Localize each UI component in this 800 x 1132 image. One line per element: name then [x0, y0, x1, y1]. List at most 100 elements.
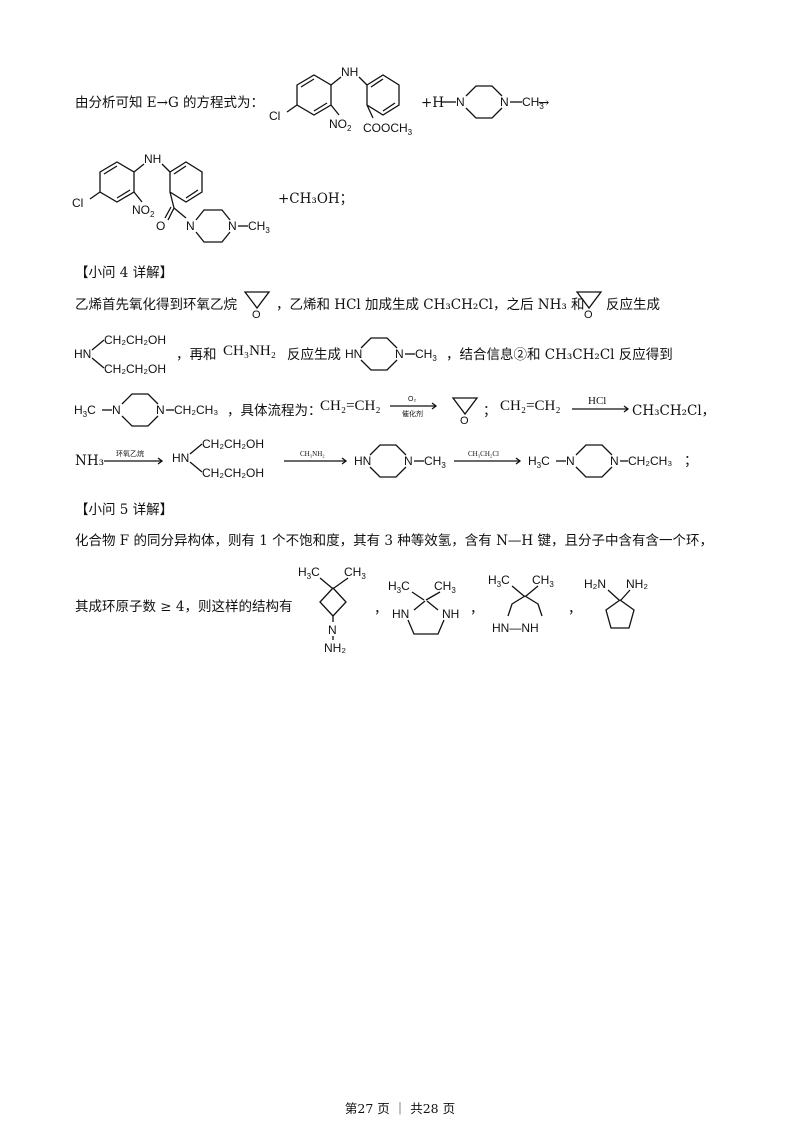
- q4-line3-a: ，具体流程为：: [227, 403, 322, 419]
- svg-text:N: N: [228, 219, 237, 233]
- ch3nh2-arrow: CH₃NH₂: [284, 450, 348, 465]
- svg-text:HN: HN: [354, 454, 371, 468]
- epoxide-icon-2: O: [575, 291, 603, 318]
- isomer-imidazolidine-structure: H3C CH3 HN NH: [388, 579, 459, 635]
- svg-text:环氧乙烷: 环氧乙烷: [116, 449, 144, 458]
- svg-text:CH₃CH₂Cl: CH₃CH₂Cl: [468, 450, 499, 458]
- ethene-2: CH₂=CH₂: [500, 398, 561, 414]
- product-tail: +CH₃OH；: [278, 191, 354, 207]
- svg-text:CH3: CH3: [424, 454, 446, 470]
- reactant-e-structure: Cl NH NO2 COOCH3: [269, 65, 413, 137]
- svg-text:Cl: Cl: [72, 196, 83, 210]
- svg-text:H3C: H3C: [488, 573, 510, 589]
- svg-text:NH₂: NH₂: [324, 641, 346, 655]
- svg-text:HN: HN: [74, 347, 91, 361]
- q4-line2-b: 反应生成: [287, 347, 341, 363]
- svg-text:N: N: [500, 95, 509, 109]
- svg-text:O₂: O₂: [408, 396, 416, 403]
- svg-text:NH: NH: [442, 607, 459, 621]
- svg-text:CH₃NH₂: CH₃NH₂: [300, 450, 325, 458]
- methylpiperazine-nh-structure-2: HN N CH3: [354, 444, 446, 478]
- svg-text:H3C: H3C: [528, 454, 550, 470]
- no2-label: NO2: [329, 117, 352, 133]
- svg-text:O: O: [156, 219, 165, 233]
- svg-text:HN: HN: [172, 451, 189, 465]
- svg-text:N: N: [328, 623, 337, 637]
- diethanolamine-structure-2: HN CH₂CH₂OH CH₂CH₂OH: [172, 437, 264, 480]
- svg-text:NH: NH: [144, 152, 161, 166]
- svg-text:O: O: [460, 415, 469, 424]
- svg-text:H3C: H3C: [74, 403, 96, 419]
- svg-text:H3C: H3C: [298, 565, 320, 581]
- hcl-arrow: HCl: [572, 395, 630, 413]
- epoxide-icon-3: O: [451, 397, 479, 424]
- q5-header: 【小问 5 详解】: [75, 502, 174, 518]
- svg-text:HN: HN: [392, 607, 409, 621]
- cl-label: Cl: [269, 109, 280, 123]
- svg-text:N: N: [186, 219, 195, 233]
- svg-text:CH3: CH3: [522, 95, 544, 111]
- svg-text:CH3: CH3: [434, 579, 456, 595]
- svg-text:CH₂CH₃: CH₂CH₃: [628, 454, 672, 468]
- plus-h: +H: [421, 95, 445, 111]
- svg-text:CH3: CH3: [344, 565, 366, 581]
- ethylmethylpiperazine-structure-2: H3C N N CH₂CH₃: [528, 444, 672, 478]
- svg-text:NO2: NO2: [132, 203, 155, 219]
- q4-line1-b: ，乙烯和 HCl 加成生成 CH₃CH₂Cl，之后 NH₃ 和: [276, 297, 585, 313]
- reaction-arrow: →: [538, 95, 550, 111]
- isomer-cyclopentanediamine-structure: H₂N NH₂: [584, 577, 648, 629]
- flow-end: ；: [684, 453, 698, 469]
- svg-text:N: N: [456, 95, 465, 109]
- svg-text:NH₂: NH₂: [626, 577, 648, 591]
- svg-text:N: N: [610, 454, 619, 468]
- svg-text:HCl: HCl: [588, 395, 606, 407]
- svg-text:CH₂CH₂OH: CH₂CH₂OH: [104, 362, 166, 376]
- page-footer: 第27 页 ｜ 共28 页: [344, 1101, 456, 1116]
- comma-1: ，: [374, 601, 388, 617]
- equation-intro: 由分析可知 E→G 的方程式为：: [75, 95, 265, 111]
- nh-label: NH: [341, 65, 358, 79]
- q4-line2-c: ，结合信息②和 CH₃CH₂Cl 反应得到: [446, 347, 673, 363]
- svg-text:CH3: CH3: [415, 347, 437, 363]
- svg-text:N: N: [156, 403, 165, 417]
- product-g-structure: Cl NH NO2 O N N CH3: [72, 152, 270, 243]
- epoxide-icon: O: [243, 291, 271, 318]
- q4-line1-c: 反应生成: [606, 297, 660, 313]
- ethylmethylpiperazine-structure: H3C N N CH₂CH₃: [74, 393, 218, 427]
- svg-text:HN: HN: [345, 347, 362, 361]
- svg-text:CH₂CH₂OH: CH₂CH₂OH: [104, 333, 166, 347]
- svg-text:N: N: [395, 347, 404, 361]
- isomer-pyrazolidine-structure: H3C CH3 HN—NH: [488, 573, 554, 635]
- ch3ch2cl-arrow: CH₃CH₂Cl: [454, 450, 522, 465]
- svg-text:CH3: CH3: [532, 573, 554, 589]
- epoxide-arrow: 环氧乙烷: [104, 449, 164, 465]
- svg-text:HN—NH: HN—NH: [492, 621, 539, 635]
- semicolon: ；: [483, 403, 497, 419]
- comma-3: ，: [568, 601, 582, 617]
- q4-header: 【小问 4 详解】: [75, 265, 174, 281]
- svg-text:H3C: H3C: [388, 579, 410, 595]
- comma-2: ，: [470, 601, 484, 617]
- svg-text:O: O: [252, 309, 261, 318]
- diethanolamine-structure: HN CH₂CH₂OH CH₂CH₂OH: [74, 333, 166, 376]
- nh3-start: NH₃: [75, 453, 104, 469]
- svg-text:CH₂CH₂OH: CH₂CH₂OH: [202, 466, 264, 480]
- o2-arrow: O₂ 催化剂: [390, 396, 438, 418]
- svg-text:H₂N: H₂N: [584, 577, 606, 591]
- svg-text:N: N: [566, 454, 575, 468]
- cooch3-label: COOCH3: [363, 121, 413, 137]
- methylpiperazine-nh-structure: HN N CH3: [345, 337, 437, 371]
- svg-text:N: N: [112, 403, 121, 417]
- q5-line2: 其成环原子数 ≥ 4，则这样的结构有: [75, 599, 293, 615]
- svg-text:O: O: [584, 309, 593, 318]
- q4-line1-a: 乙烯首先氧化得到环氧乙烷: [75, 297, 237, 313]
- svg-text:CH₂CH₂OH: CH₂CH₂OH: [202, 437, 264, 451]
- q4-line2-a: ，再和: [176, 347, 217, 363]
- ch3nh2-formula: CH₃NH₂: [223, 343, 276, 359]
- svg-text:催化剂: 催化剂: [402, 409, 423, 418]
- ch3ch2cl-product: CH₃CH₂Cl，: [632, 403, 716, 419]
- isomer-azetidine-structure: H3C CH3 N NH₂: [298, 565, 366, 655]
- svg-text:N: N: [404, 454, 413, 468]
- svg-text:CH₂CH₃: CH₂CH₃: [174, 403, 218, 417]
- methylpiperazine-structure: N N CH3: [442, 85, 544, 119]
